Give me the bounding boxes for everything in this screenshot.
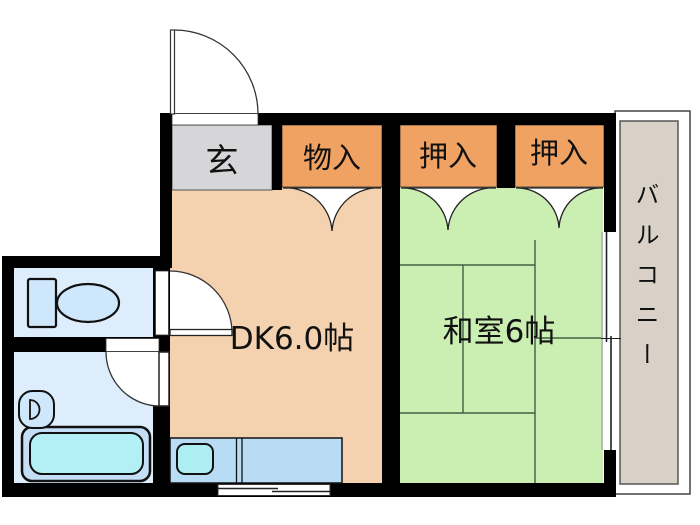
wall-annex-left — [2, 256, 14, 497]
bathtub-inner — [29, 432, 144, 475]
balcony-label: バルコニー — [631, 182, 659, 382]
toilet-tank-icon — [26, 277, 58, 329]
balcony-window — [601, 232, 616, 450]
wall-right-bottom — [604, 450, 616, 497]
oshiire-right-doors — [515, 187, 604, 229]
bathroom-door-swing-area — [106, 352, 160, 406]
bathroom-door-opening — [105, 338, 160, 352]
bath-heater-icon — [18, 390, 55, 429]
wall-right-top — [604, 113, 616, 232]
wall-genkan-storage-divider — [272, 113, 282, 190]
toilet-door-leaf — [169, 328, 233, 337]
closet-oshiire-right — [514, 124, 605, 188]
room-labels: 玄 物入 押入 押入 DK6.0帖 和室6帖 — [206, 136, 589, 357]
balcony-floor — [619, 120, 679, 485]
oshiire-right-label: 押入 — [530, 136, 588, 170]
dk-label: DK6.0帖 — [230, 321, 355, 357]
wall-oshiire-divider — [497, 113, 515, 188]
wall-dk-washitsu — [382, 113, 400, 497]
entrance-door-opening — [171, 113, 259, 126]
storage-doors — [282, 187, 382, 232]
oshiire-left-label: 押入 — [419, 139, 477, 173]
storage-label: 物入 — [303, 141, 361, 175]
wall-annex-top — [2, 256, 172, 268]
washitsu-label: 和室6帖 — [443, 314, 556, 350]
oshiire-left-doors — [400, 187, 497, 231]
kitchen-sink — [176, 443, 214, 475]
wall-main-left — [160, 113, 172, 268]
room-genkan-floor — [171, 124, 273, 191]
entrance-door-arc — [174, 29, 259, 115]
tatami-mat-lines — [400, 240, 601, 483]
bath-heater-dial — [29, 399, 41, 420]
closet-storage — [281, 124, 383, 188]
closet-oshiire-left — [399, 124, 498, 188]
room-washitsu-floor — [400, 188, 603, 483]
bathroom-door-arc — [105, 351, 161, 407]
genkan-label: 玄 — [206, 141, 239, 180]
bathroom-door-leaf — [158, 351, 170, 407]
toilet-door-swing-area — [170, 271, 232, 333]
entrance-door-leaf — [169, 29, 176, 115]
toilet-door-opening — [155, 270, 169, 336]
kitchen-window — [217, 484, 331, 496]
toilet-door-arc — [169, 270, 233, 334]
toilet-bowl-icon — [55, 282, 121, 324]
